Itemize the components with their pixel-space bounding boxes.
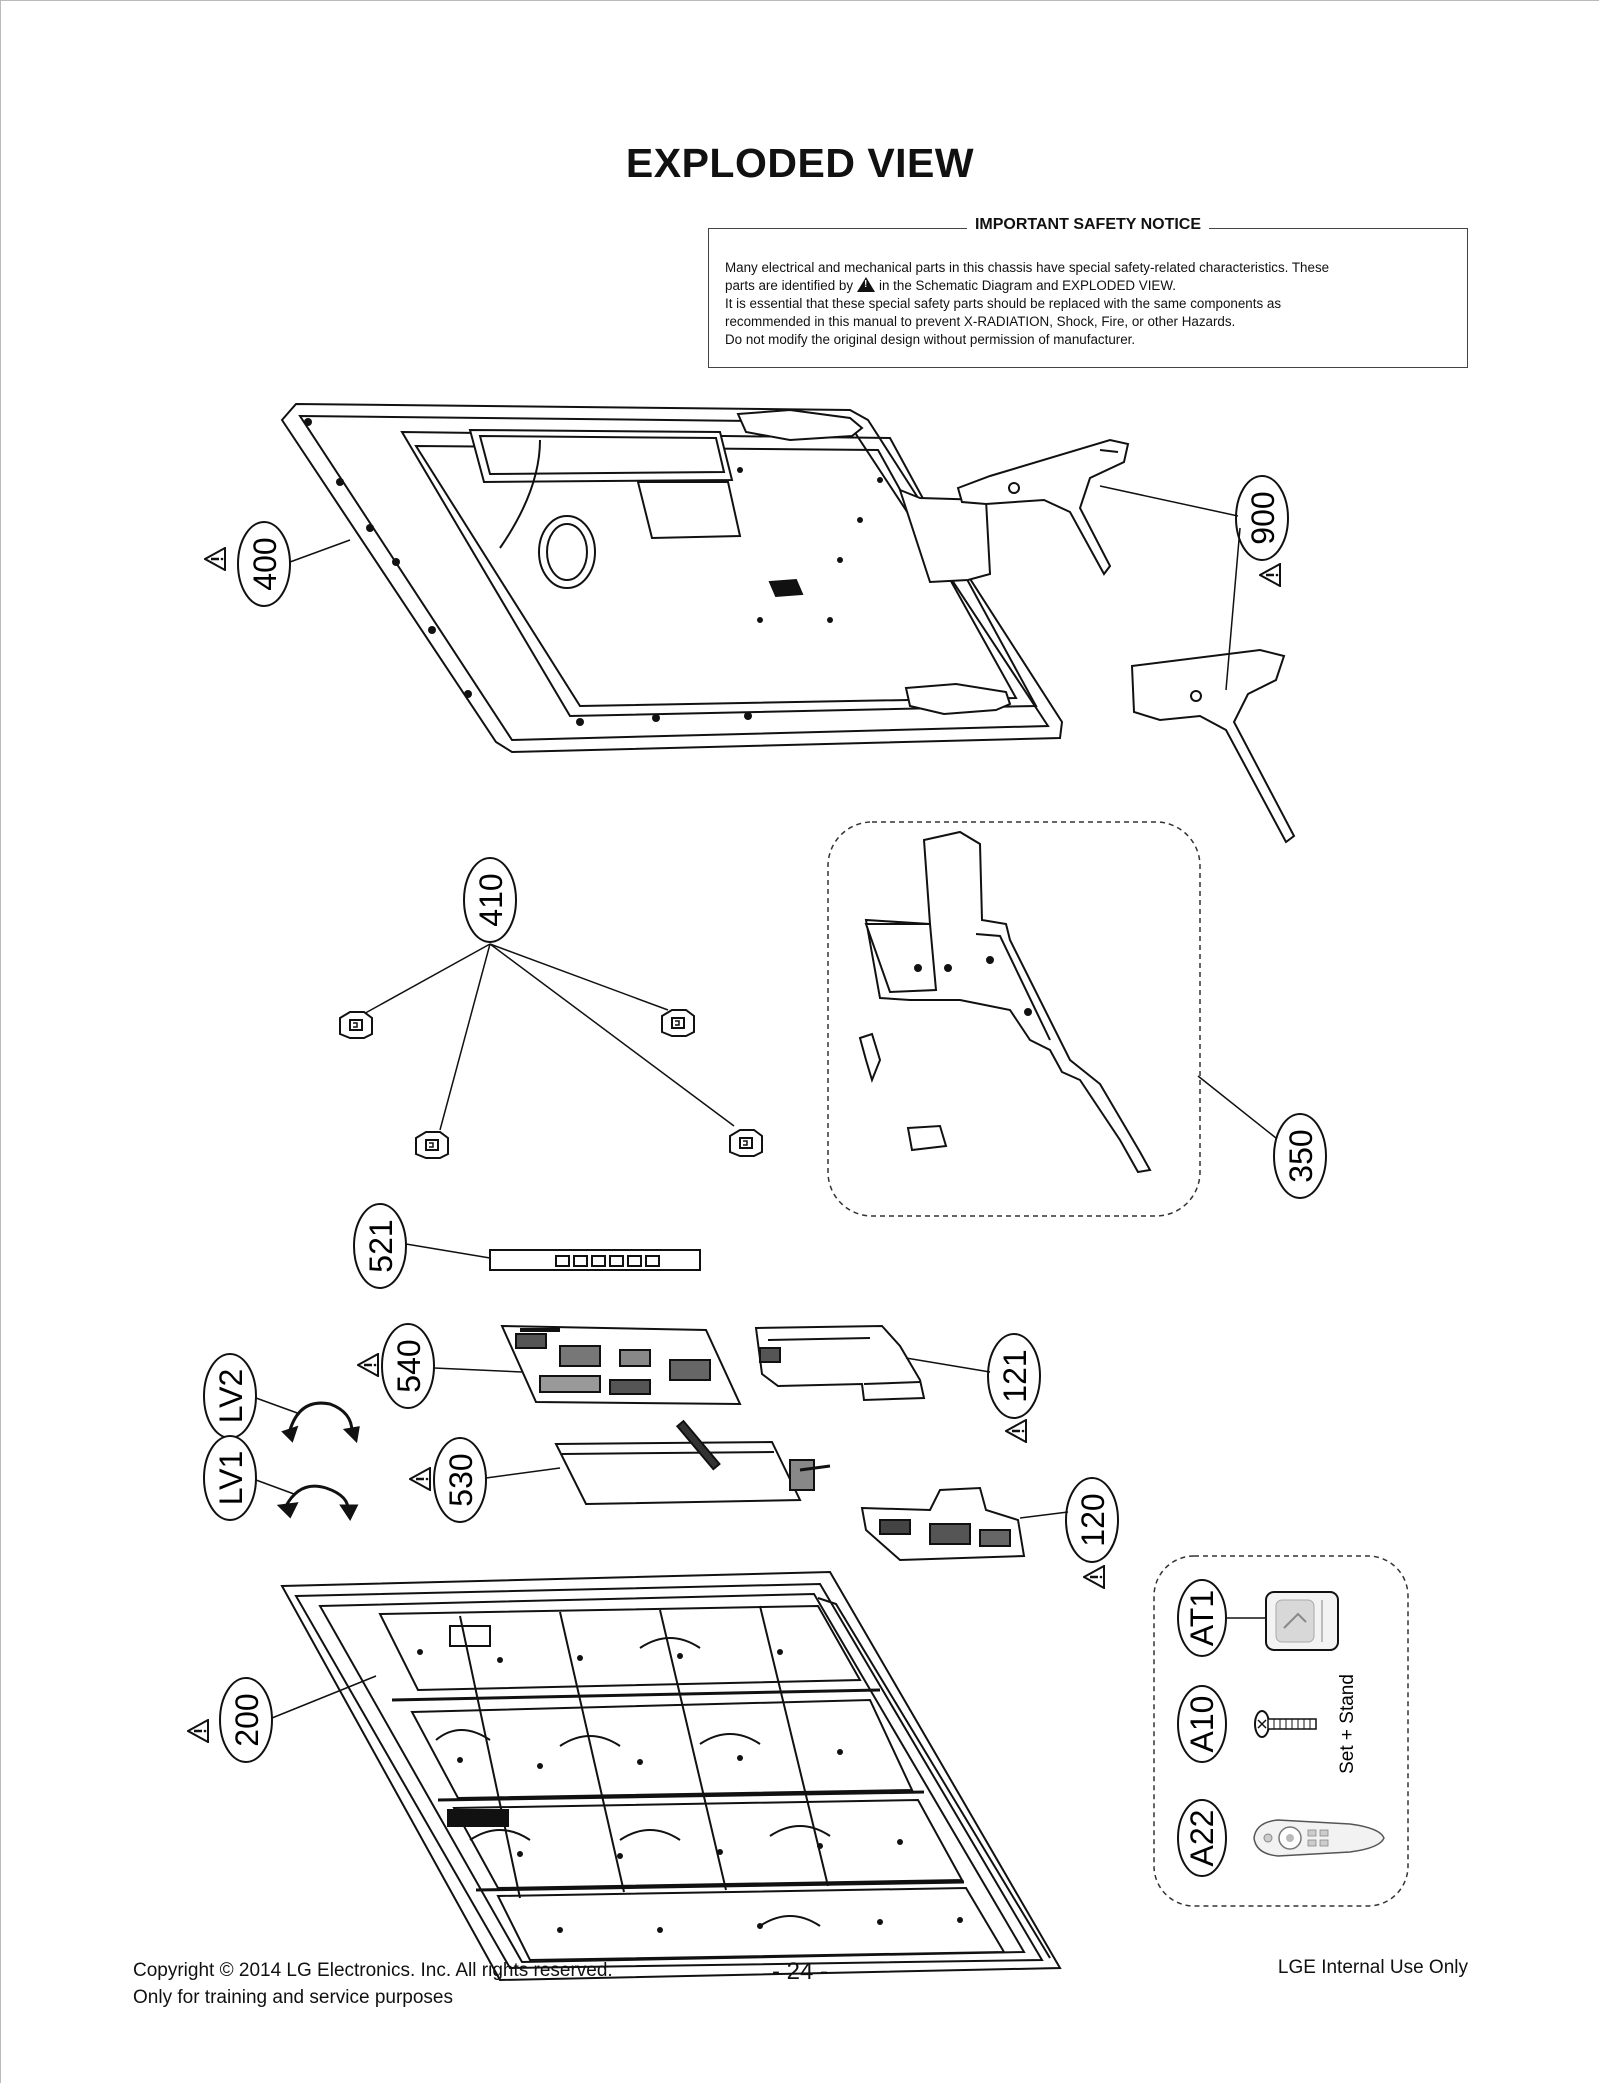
lv1-cable-part	[276, 1484, 359, 1521]
callout-A22-label: A22	[1184, 1810, 1220, 1867]
callout-121-label: 121	[997, 1349, 1033, 1402]
callout-LV2-label: LV2	[213, 1369, 249, 1424]
callout-LV1-label: LV1	[213, 1451, 249, 1506]
callout-540-label: 540	[391, 1339, 427, 1392]
callout-400-label: 400	[247, 537, 283, 590]
callout-900: 900	[1099, 475, 1289, 691]
warning-triangle-icon	[857, 277, 876, 292]
callout-A10: A10	[1177, 1685, 1227, 1763]
safety-notice-box: IMPORTANT SAFETY NOTICE Many electrical …	[708, 216, 1468, 368]
page-title: EXPLODED VIEW	[625, 140, 975, 186]
screw-part	[1254, 1710, 1317, 1738]
callout-530-label: 530	[443, 1453, 479, 1506]
callout-521-label: 521	[363, 1219, 399, 1272]
callout-120-label: 120	[1075, 1493, 1111, 1546]
notice-line-2-post: in the Schematic Diagram and EXPLODED VI…	[879, 278, 1176, 293]
power-supply-part	[754, 1324, 926, 1402]
notice-line-2: parts are identified by in the Schematic …	[725, 277, 1451, 295]
frame-part	[858, 830, 1152, 1174]
safety-notice-heading-text: IMPORTANT SAFETY NOTICE	[966, 216, 1210, 233]
callout-A10-label: A10	[1184, 1696, 1220, 1753]
speaker-bracket-part	[860, 1486, 1026, 1562]
manual-booklet-part	[1265, 1591, 1339, 1651]
callout-410-label: 410	[473, 873, 509, 926]
callout-540: 540	[357, 1323, 523, 1409]
footer-page-number: - 24 -	[771, 1958, 828, 1985]
callout-120: 120	[1019, 1477, 1119, 1589]
callout-400: 400	[204, 521, 351, 607]
notice-line-2-pre: parts are identified by	[725, 278, 854, 293]
safety-notice-body: Many electrical and mechanical parts in …	[725, 259, 1451, 349]
notice-line-1: Many electrical and mechanical parts in …	[725, 260, 1330, 275]
callout-410: 410	[359, 857, 735, 1131]
lv2-cable-part	[281, 1401, 360, 1444]
callout-350: 350	[1197, 1075, 1327, 1199]
notice-line-4: recommended in this manual to prevent X-…	[725, 314, 1236, 329]
callout-AT1: AT1	[1177, 1579, 1266, 1657]
tcon-board-part	[554, 1419, 831, 1506]
callout-521: 521	[353, 1203, 491, 1289]
callout-LV1: LV1	[203, 1435, 295, 1521]
footer-purpose: Only for training and service purposes	[133, 1987, 453, 2008]
stand-part	[956, 438, 1296, 844]
callout-AT1-label: AT1	[1184, 1590, 1220, 1646]
clip-parts	[339, 1009, 763, 1159]
back-cover-part	[280, 402, 1064, 754]
footer-left: Copyright © 2014 LG Electronics. Inc. Al…	[133, 1957, 613, 2011]
callout-121: 121	[905, 1333, 1041, 1443]
notice-line-5: Do not modify the original design withou…	[725, 332, 1136, 347]
accessory-group-boundary	[1153, 1555, 1409, 1907]
main-board-part	[500, 1324, 742, 1406]
callout-200-label: 200	[229, 1693, 265, 1746]
callout-200: 200	[187, 1675, 377, 1763]
back-cover-screw-holes	[304, 418, 883, 726]
lcd-module-part	[280, 1570, 1062, 1982]
footer-internal-use: LGE Internal Use Only	[1277, 1957, 1468, 1978]
frame-group-boundary	[827, 821, 1201, 1217]
callout-530: 530	[409, 1437, 561, 1523]
footer-copyright: Copyright © 2014 LG Electronics. Inc. Al…	[133, 1960, 613, 1981]
callout-900-label: 900	[1245, 491, 1281, 544]
remote-control-part	[1253, 1819, 1385, 1857]
callout-LV2: LV2	[203, 1353, 301, 1439]
notice-line-3: It is essential that these special safet…	[725, 296, 1282, 311]
callout-A22: A22	[1177, 1799, 1227, 1877]
set-stand-label: Set + Stand	[1337, 1674, 1358, 1774]
key-board-part	[489, 1249, 701, 1271]
lcd-module-screw-holes	[417, 1649, 963, 1933]
callout-350-label: 350	[1283, 1129, 1319, 1182]
safety-notice-heading: IMPORTANT SAFETY NOTICE	[709, 216, 1467, 234]
